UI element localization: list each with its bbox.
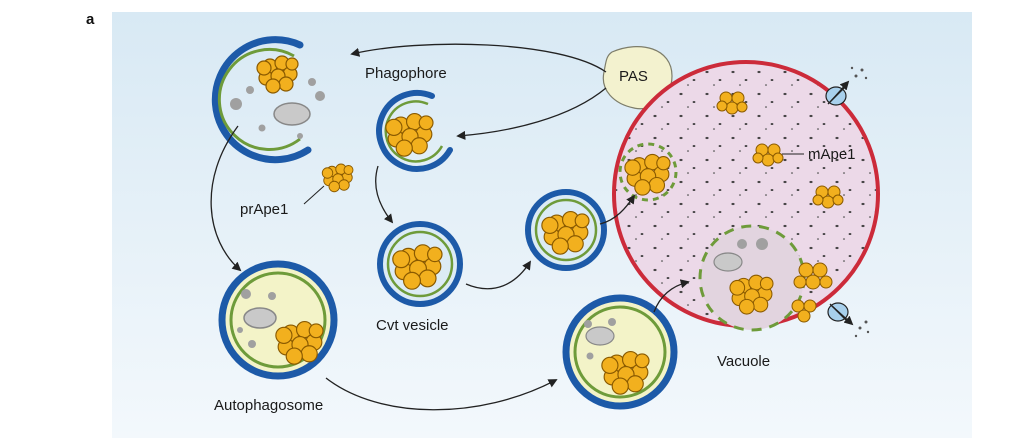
mape1-label: mApe1 xyxy=(808,146,856,163)
pas-label: PAS xyxy=(619,68,648,85)
mape1-cluster-icon xyxy=(752,143,784,167)
autophagosome xyxy=(218,260,338,380)
arrow-autophagosome-release xyxy=(653,279,690,313)
mitochondrion-icon xyxy=(273,102,311,126)
aperture-transporter-icon xyxy=(825,66,868,106)
arrow-phagophore-to-autophagosome xyxy=(210,125,242,272)
pas-blob-icon: PAS xyxy=(602,46,673,110)
prape1-label: prApe1 xyxy=(240,201,288,218)
phagophore-small xyxy=(376,89,453,172)
arrow-pas-to-phagophore xyxy=(350,43,607,73)
vacuole-label: Vacuole xyxy=(717,353,770,370)
autophagosome-fusing xyxy=(562,294,678,410)
prape1-free: prApe1 xyxy=(240,163,354,218)
cvt-vesicle xyxy=(377,221,463,307)
mape1-cluster-icon xyxy=(716,91,748,115)
mape1-cluster-icon xyxy=(812,185,844,209)
cvt-body xyxy=(618,142,678,202)
autophagosome-label: Autophagosome xyxy=(214,397,323,414)
panel-label: a xyxy=(86,11,95,28)
cvt-vesicle-fusing xyxy=(525,189,607,271)
mape1-cluster-icon xyxy=(791,262,833,323)
aperture-transporter-icon xyxy=(827,302,870,338)
arrow-pas-to-small-phagophore xyxy=(456,87,607,140)
phagophore-label: Phagophore xyxy=(365,65,447,82)
arrow-cvt-to-vacuole xyxy=(465,260,531,290)
arrow-to-cvt-vesicle xyxy=(375,165,394,224)
arrow-cvt-release xyxy=(599,194,636,225)
autophagic-body xyxy=(698,224,806,332)
phagophore-top-left xyxy=(211,36,325,164)
mitochondrion-icon xyxy=(243,307,277,329)
vacuole: mApe1 xyxy=(612,60,880,332)
arrow-autophagosome-to-vacuole xyxy=(325,377,558,411)
cvt-vesicle-label: Cvt vesicle xyxy=(376,317,449,334)
